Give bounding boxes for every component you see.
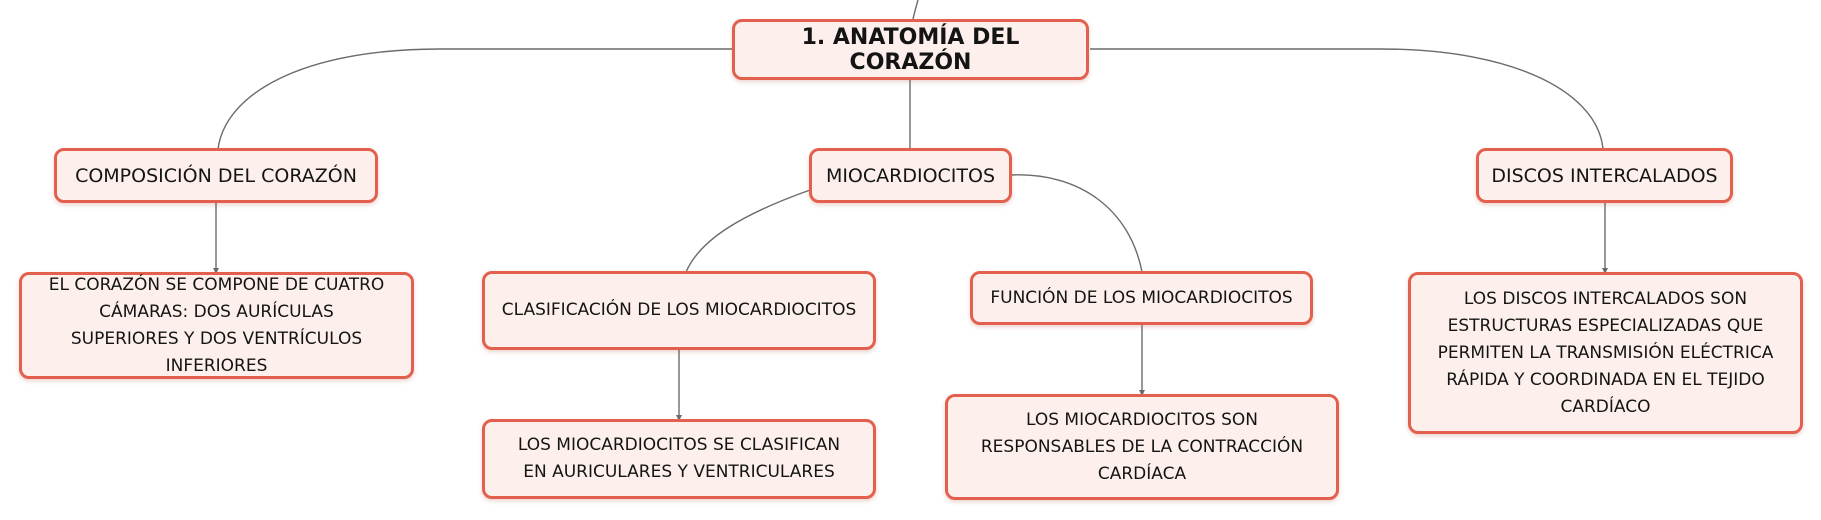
detail-composicion[interactable]: EL CORAZÓN SE COMPONE DE CUATRO CÁMARAS:… <box>19 272 414 379</box>
topic-miocardiocitos-label: MIOCARDIOCITOS <box>825 164 996 187</box>
detail-composicion-text: EL CORAZÓN SE COMPONE DE CUATRO CÁMARAS:… <box>48 274 385 376</box>
topic-composicion[interactable]: COMPOSICIÓN DEL CORAZÓN <box>54 148 378 203</box>
root-topic-label: 1. ANATOMÍA DEL CORAZÓN <box>801 24 1020 75</box>
subtopic-clasificacion-label: CLASIFICACIÓN DE LOS MIOCARDIOCITOS <box>501 300 857 320</box>
detail-clasificacion[interactable]: LOS MIOCARDIOCITOS SE CLASIFICAN EN AURI… <box>482 419 876 499</box>
connector-miocardiocitos-funcion <box>1010 174 1143 273</box>
subtopic-clasificacion[interactable]: CLASIFICACIÓN DE LOS MIOCARDIOCITOS <box>482 271 876 350</box>
topic-discos-label: DISCOS INTERCALADOS <box>1491 164 1718 187</box>
detail-funcion-text: LOS MIOCARDIOCITOS SON RESPONSABLES DE L… <box>980 409 1304 484</box>
detail-discos-text: LOS DISCOS INTERCALADOS SON ESTRUCTURAS … <box>1437 288 1774 417</box>
root-topic[interactable]: 1. ANATOMÍA DEL CORAZÓN <box>732 19 1089 80</box>
connector-root-parent <box>912 0 919 20</box>
detail-clasificacion-text: LOS MIOCARDIOCITOS SE CLASIFICAN EN AURI… <box>517 435 841 482</box>
detail-funcion[interactable]: LOS MIOCARDIOCITOS SON RESPONSABLES DE L… <box>945 394 1339 500</box>
subtopic-funcion-label: FUNCIÓN DE LOS MIOCARDIOCITOS <box>990 287 1293 308</box>
connector-miocardiocitos-clasificacion <box>685 189 811 273</box>
topic-composicion-label: COMPOSICIÓN DEL CORAZÓN <box>75 164 357 187</box>
topic-miocardiocitos[interactable]: MIOCARDIOCITOS <box>809 148 1012 203</box>
detail-discos[interactable]: LOS DISCOS INTERCALADOS SON ESTRUCTURAS … <box>1408 272 1803 434</box>
subtopic-funcion[interactable]: FUNCIÓN DE LOS MIOCARDIOCITOS <box>970 271 1313 325</box>
connector-root-composicion <box>217 48 734 150</box>
connector-root-discos <box>1090 48 1604 150</box>
topic-discos[interactable]: DISCOS INTERCALADOS <box>1476 148 1733 203</box>
